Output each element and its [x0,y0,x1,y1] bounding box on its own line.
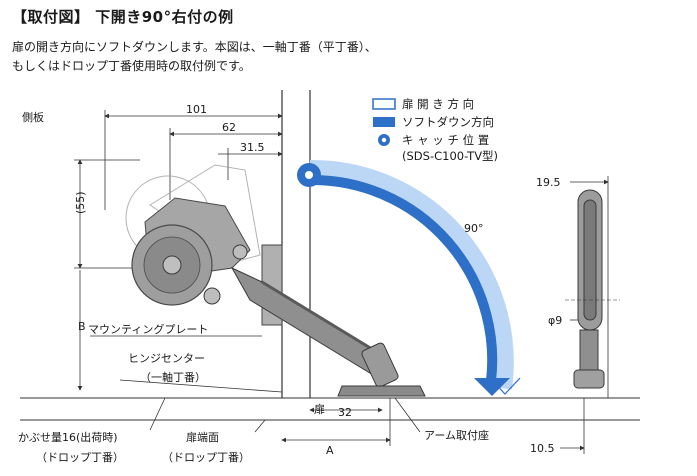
legend-catch-position: キ ャ ッ チ 位 置 [402,133,489,147]
label-door: 扉 [314,403,325,416]
dimension-lines [74,110,609,454]
dim-101: 101 [186,103,207,116]
legend-soft-down: ソフトダウン方向 [402,115,494,129]
leader-lines [90,335,421,433]
label-mounting-plate: マウンティングプレート [88,322,208,336]
legend-door-open: 扉 開 き 方 向 [402,97,474,111]
soft-down-arrow [297,159,521,396]
label-side-panel: 側板 [22,110,44,124]
page-title: 【取付図】 下開き90°右付の例 [12,8,234,26]
side-view [565,189,620,389]
dim-19-5: 19.5 [536,176,561,189]
dim-32: 32 [338,406,352,419]
label-hinge-center-sub: （一軸丁番） [140,370,206,384]
dim-phi9: φ9 [548,314,562,327]
dim-31-5: 31.5 [240,141,265,154]
dim-10-5: 10.5 [530,442,555,455]
legend-swatch-softdown [373,117,395,127]
label-arm-seat: アーム取付座 [424,428,489,442]
label-hinge-center: ヒンジセンター [128,352,205,365]
label-door-edge: 扉端面 [186,431,219,444]
dim-a: A [326,444,334,457]
damper-mechanism [131,197,426,397]
label-door-edge-sub: （ドロップ丁番） [162,451,250,464]
label-overlay-sub: （ドロップ丁番） [36,451,124,464]
legend-swatch-open [372,98,396,110]
dim-62: 62 [222,121,236,134]
side-panel [20,90,640,421]
dim-b: B [78,320,86,333]
description-line-1: 扉の開き方向にソフトダウンします。本図は、一軸丁番（平丁番）、 [12,40,377,54]
label-overlay: かぶせ量16(出荷時) [18,430,118,444]
label-angle: 90° [464,222,484,235]
description-line-2: もしくはドロップ丁番使用時の取付例です。 [12,59,251,73]
dim-55: (55) [74,191,87,214]
legend-model: (SDS-C100-TV型) [402,149,498,163]
legend: 扉 開 き 方 向 ソフトダウン方向 キ ャ ッ チ 位 置 (SDS-C100… [372,97,498,163]
